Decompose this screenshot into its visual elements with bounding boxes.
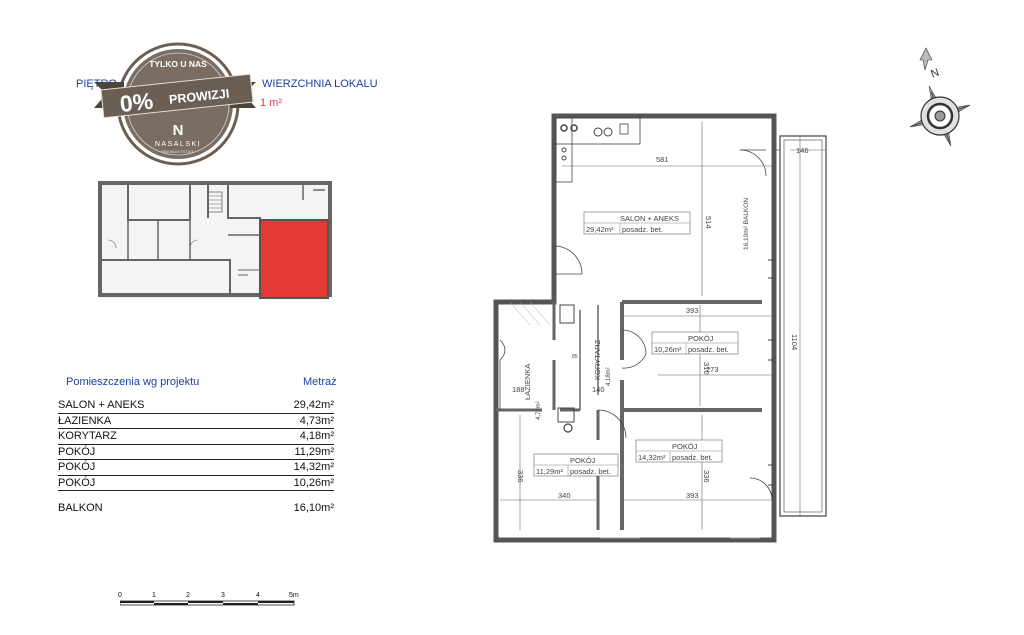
dim-85: 85 [572,354,578,360]
korytarz-label: KORYTARZ [593,339,602,380]
table-row: KORYTARZ 4,18m² [58,429,334,445]
scale-tick-label: 0 [118,592,122,599]
badge-brand-sub: PREMIUM ESTATE [161,150,195,154]
room-area: 4,73m² [299,414,334,427]
lazienka-area: 4,73m² [536,401,542,420]
salon-label: SALON + ANEKS [620,214,679,223]
dim-336-right: 336 [702,470,711,483]
room-area: 4,18m² [299,430,334,442]
room-name: ŁAZIENKA [58,414,112,427]
compass-north-letter: N [929,67,941,81]
promo-badge: TYLKO U NAS 0% PROWIZJI N NASALSKI PREMI… [94,42,256,166]
highlighted-apartment [259,219,329,299]
scale-tick-label: 2 [186,592,190,599]
compass-icon: N [909,47,971,147]
dim-336-left: 336 [516,470,525,483]
scale-bar: 0 1 2 3 4 5m [118,592,299,612]
room-area: 11,29m² [294,445,334,458]
scale-tick-label: 4 [256,592,260,599]
dim-146: 146 [796,146,809,155]
badge-top-text: TYLKO U NAS [149,59,207,69]
room-area: 14,32m² [293,461,334,473]
room-name: BALKON [58,502,103,514]
scale-bar-graphic [120,600,295,606]
badge-logo-letter: N [173,122,184,139]
key-plan [98,181,332,299]
pokoj-a-label: POKÓJ [688,334,714,343]
table-row: POKÓJ 11,29m² [58,445,334,460]
badge-brand: NASALSKI [155,141,201,148]
pokoj-b-finish: posadz. bet. [672,453,713,462]
room-name: POKÓJ [58,445,96,458]
dim-310: 310 [702,362,711,375]
salon-area: 29,42m² [586,225,614,234]
dim-1104: 1104 [790,334,799,350]
rooms-table: SALON + ANEKS 29,42m² ŁAZIENKA 4,73m² KO… [58,398,334,516]
area-heading: Metraż [303,376,337,388]
table-row: POKÓJ 14,32m² [58,460,334,476]
dim-188: 188 [512,385,525,394]
dim-393-bottom: 393 [686,491,699,500]
salon-finish: posadz. bet. [622,225,663,234]
table-row-balkon: BALKON 16,10m² [58,501,334,516]
scale-tick-label: 1 [152,592,156,599]
lazienka-label: ŁAZIENKA [523,364,532,400]
room-name: KORYTARZ [58,430,117,442]
room-area: 29,42m² [293,399,334,411]
room-name: POKÓJ [58,461,96,473]
pokoj-a-area: 10,26m² [654,345,682,354]
room-area: 10,26m² [293,476,334,489]
pokoj-b-area: 14,32m² [638,453,666,462]
badge-prowizji-text: PROWIZJI [168,87,230,107]
badge-percent-text: 0% [119,88,155,117]
room-name: POKÓJ [58,476,96,489]
room-name: SALON + ANEKS [58,399,145,411]
area-label: WIERZCHNIA LOKALU [262,78,378,90]
table-row: ŁAZIENKA 4,73m² [58,414,334,429]
dim-140: 140 [592,385,605,394]
dim-514: 514 [704,216,713,229]
dim-581: 581 [656,155,669,164]
balkon-label: 16,10m² BALKON [743,198,750,250]
scale-tick-label: 3 [221,592,225,599]
dim-273: 273 [706,365,719,374]
area-value: 1 m² [260,97,282,109]
rooms-heading: Pomieszczenia wg projektu [66,376,200,388]
pokoj-c-area: 11,29m² [536,467,563,476]
pokoj-c-label: POKÓJ [570,456,596,465]
dim-393-top: 393 [686,306,699,315]
table-row: POKÓJ 10,26m² [58,476,334,491]
pokoj-a-finish: posadz. bet. [688,345,729,354]
table-row: SALON + ANEKS 29,42m² [58,398,334,414]
pokoj-b-label: POKÓJ [672,442,698,451]
korytarz-area: 4,18m² [606,367,612,386]
scale-tick-label: 5m [289,592,299,599]
room-area: 16,10m² [293,502,334,514]
floor-plan: 581 514 146 1104 393 310 273 140 188 85 … [493,113,827,543]
dim-340: 340 [558,491,571,500]
pokoj-c-finish: posadz. bet. [570,467,611,476]
